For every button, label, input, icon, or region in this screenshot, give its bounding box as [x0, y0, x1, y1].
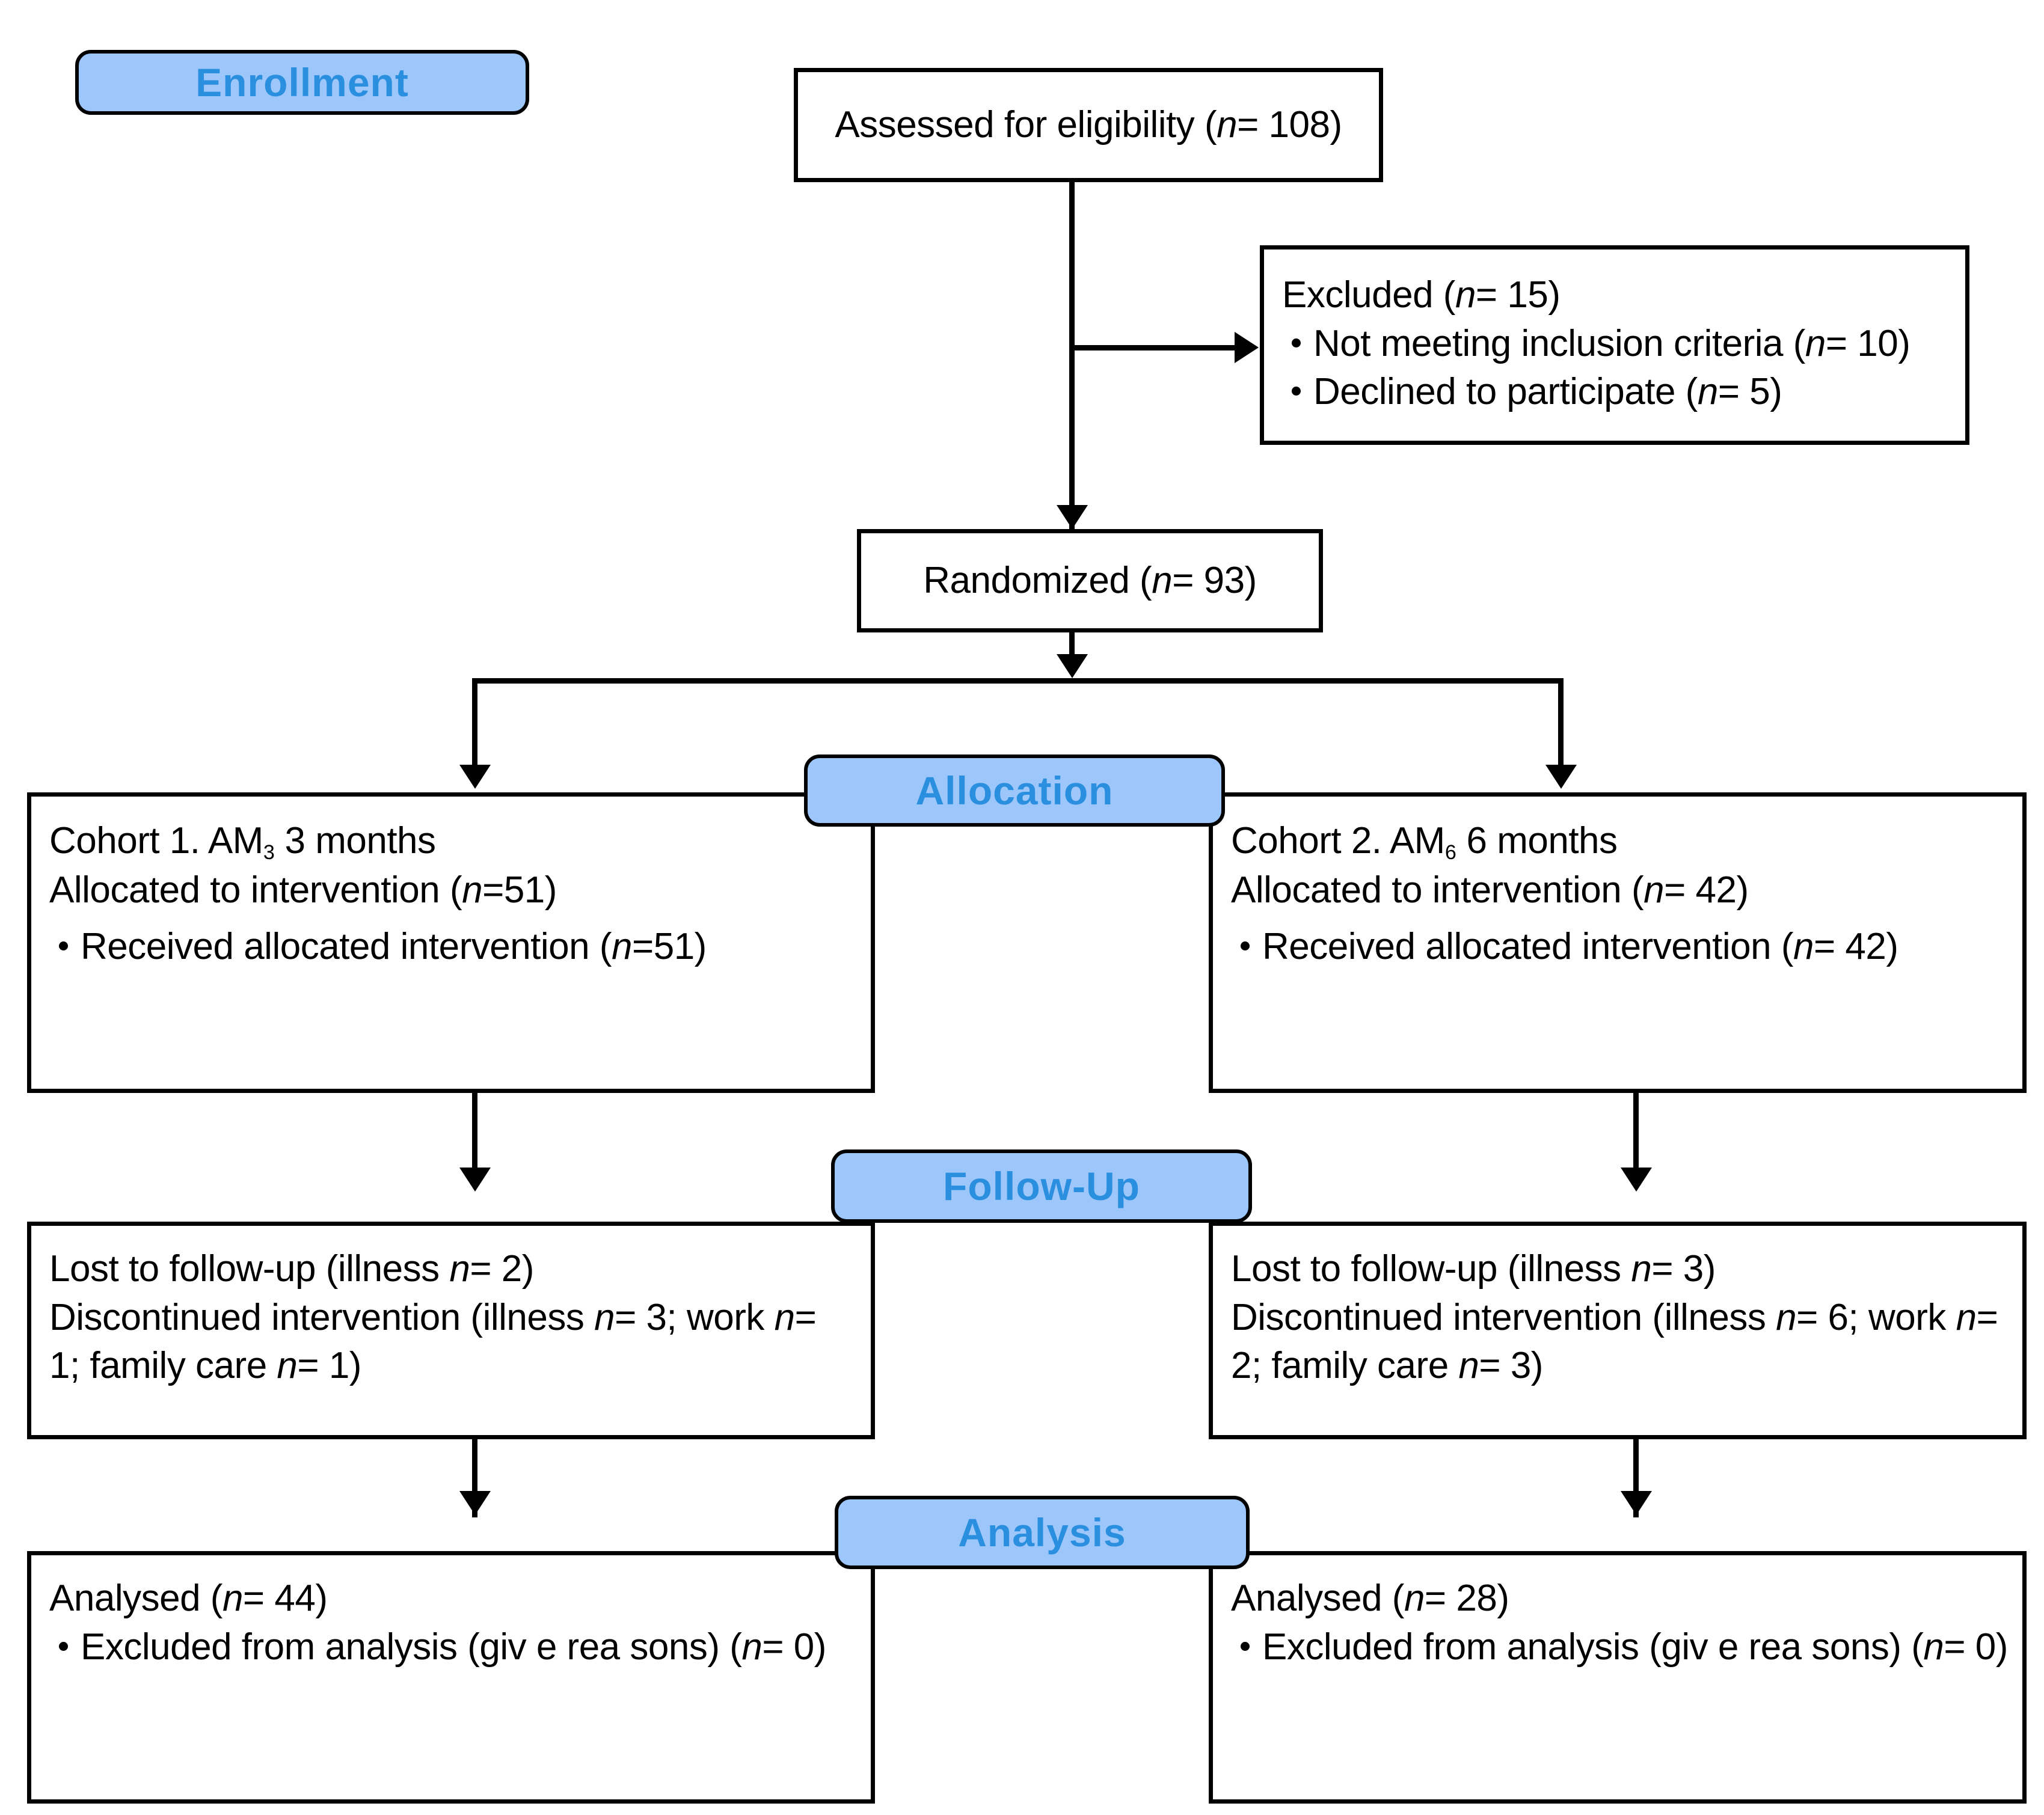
italic-n: n [594, 1296, 615, 1338]
connector-randomized-stem [1069, 632, 1075, 673]
cohort-1-subscript: 3 [263, 841, 275, 865]
cohort-1-title: Cohort 1. AM3 3 months [49, 820, 436, 865]
italic-n: n [741, 1626, 763, 1668]
phase-badge-followup: Follow-Up [831, 1149, 1252, 1223]
connector-allocation-split-bar [472, 678, 1564, 684]
italic-n: n [449, 1248, 470, 1290]
italic-n: n [1152, 559, 1173, 601]
italic-n: n [1776, 1296, 1797, 1338]
box-allocation-cohort-2: Cohort 2. AM6 6 months Allocated to inte… [1209, 792, 2027, 1093]
connector-followup-left [472, 1093, 477, 1171]
cohort-2-allocation-list: Received allocated intervention (n= 42) [1231, 923, 2004, 972]
spacer [49, 914, 853, 923]
phase-badge-analysis: Analysis [835, 1496, 1250, 1569]
analysis-2-list: Excluded from analysis (giv e rea sons) … [1231, 1623, 2008, 1672]
cohort-1-allocated: Allocated to intervention (n=51) [49, 869, 557, 911]
connector-to-excluded [1069, 345, 1238, 350]
phase-badge-allocation: Allocation [804, 754, 1225, 827]
arrow-to-randomized [1057, 505, 1088, 529]
cohort-2-title: Cohort 2. AM6 6 months [1231, 820, 1618, 865]
arrow-allocation-right [1545, 765, 1577, 789]
italic-n: n [612, 926, 632, 968]
italic-n: n [1217, 103, 1238, 145]
cohort-1-allocation-list: Received allocated intervention (n=51) [49, 923, 853, 972]
analysis-1-analysed: Analysed (n= 44) [49, 1578, 328, 1619]
phase-badge-followup-label: Follow-Up [943, 1164, 1140, 1208]
list-item: Excluded from analysis (giv e rea sons) … [49, 1623, 853, 1672]
box-analysis-cohort-1: Analysed (n= 44) Excluded from analysis … [27, 1551, 875, 1804]
italic-n: n [1455, 274, 1476, 316]
italic-n: n [774, 1296, 795, 1338]
analysis-1-list: Excluded from analysis (giv e rea sons) … [49, 1623, 853, 1672]
italic-n: n [1631, 1248, 1652, 1290]
cohort-2-allocated: Allocated to intervention (n= 42) [1231, 869, 1749, 911]
randomized-text: Randomized (n= 93) [923, 559, 1257, 601]
box-excluded: Excluded (n= 15) Not meeting inclusion c… [1260, 245, 1969, 445]
excluded-heading: Excluded (n= 15) [1282, 274, 1561, 316]
italic-n: n [1923, 1626, 1944, 1668]
assessed-text: Assessed for eligibility (n= 108) [835, 103, 1342, 145]
arrow-followup-right [1621, 1168, 1652, 1192]
connector-analysis-right [1633, 1439, 1639, 1517]
italic-n: n [462, 869, 483, 911]
italic-n: n [1805, 322, 1826, 364]
excluded-reason-list: Not meeting inclusion criteria (n= 10) D… [1282, 320, 1947, 417]
italic-n: n [1697, 371, 1718, 413]
arrow-analysis-right [1621, 1491, 1652, 1515]
arrow-randomized-split [1057, 654, 1088, 678]
list-item: Excluded from analysis (giv e rea sons) … [1231, 1623, 2008, 1672]
arrow-followup-left [459, 1168, 491, 1192]
box-followup-cohort-2: Lost to follow-up (illness n= 3) Discont… [1209, 1222, 2027, 1439]
box-assessed-for-eligibility: Assessed for eligibility (n= 108) [794, 68, 1383, 182]
list-item: Received allocated intervention (n= 42) [1231, 923, 2004, 972]
followup-2-discontinued: Discontinued intervention (illness n= 6;… [1231, 1296, 1998, 1387]
list-item: Received allocated intervention (n=51) [49, 923, 853, 972]
italic-n: n [1458, 1345, 1479, 1387]
italic-n: n [1793, 926, 1814, 968]
box-randomized: Randomized (n= 93) [857, 529, 1323, 632]
spacer [1231, 914, 2004, 923]
italic-n: n [222, 1578, 243, 1619]
list-item: Declined to participate (n= 5) [1282, 368, 1947, 417]
followup-1-discontinued: Discontinued intervention (illness n= 3;… [49, 1296, 817, 1387]
arrow-allocation-left [459, 765, 491, 789]
followup-1-lost: Lost to follow-up (illness n= 2) [49, 1248, 534, 1290]
phase-badge-analysis-label: Analysis [958, 1510, 1126, 1555]
followup-2-lost: Lost to follow-up (illness n= 3) [1231, 1248, 1716, 1290]
list-item: Not meeting inclusion criteria (n= 10) [1282, 320, 1947, 369]
phase-badge-enrollment: Enrollment [75, 50, 529, 115]
phase-badge-enrollment-label: Enrollment [195, 60, 409, 105]
box-analysis-cohort-2: Analysed (n= 28) Excluded from analysis … [1209, 1551, 2027, 1804]
arrow-analysis-left [459, 1491, 491, 1515]
italic-n: n [1956, 1296, 1977, 1338]
analysis-2-analysed: Analysed (n= 28) [1231, 1578, 1509, 1619]
phase-badge-allocation-label: Allocation [915, 768, 1114, 813]
box-followup-cohort-1: Lost to follow-up (illness n= 2) Discont… [27, 1222, 875, 1439]
connector-analysis-left [472, 1439, 477, 1517]
box-allocation-cohort-1: Cohort 1. AM3 3 months Allocated to inte… [27, 792, 875, 1093]
connector-allocation-right-drop [1558, 678, 1564, 768]
connector-assessed-trunk [1069, 182, 1075, 531]
cohort-2-subscript: 6 [1444, 841, 1456, 865]
italic-n: n [1404, 1578, 1425, 1619]
connector-allocation-left-drop [472, 678, 477, 768]
arrow-to-excluded [1235, 332, 1259, 363]
italic-n: n [1643, 869, 1665, 911]
connector-followup-right [1633, 1093, 1639, 1171]
italic-n: n [277, 1345, 298, 1387]
